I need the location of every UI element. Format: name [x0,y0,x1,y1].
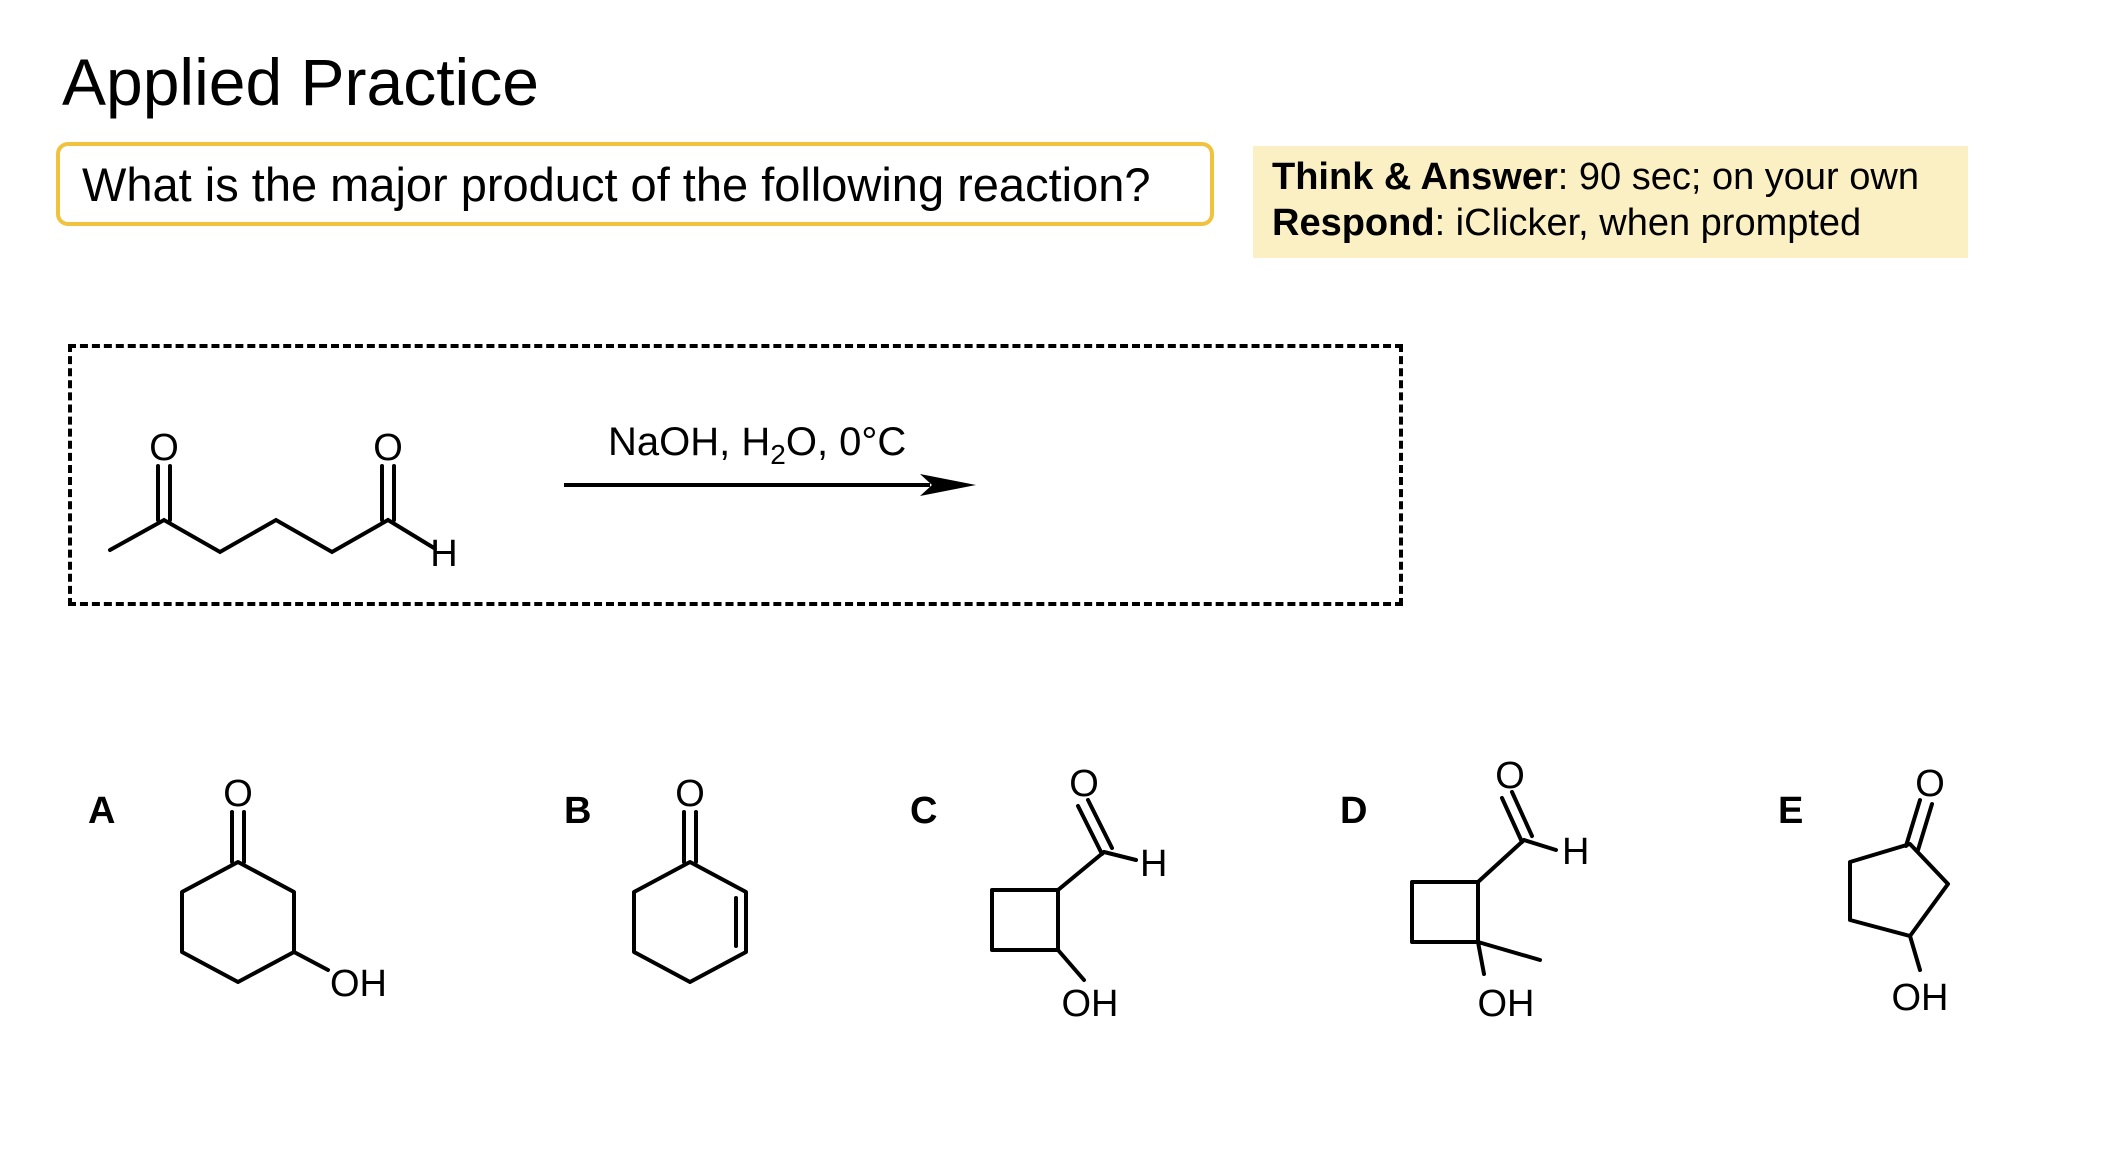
reagent-prefix: NaOH, H [608,420,771,464]
reaction-box [68,344,1403,606]
choice-e-letter: E [1778,790,1804,832]
choice-c-oxygen-label: O [1069,763,1099,805]
choice-d-oxygen-label: O [1495,755,1525,797]
slide-title: Applied Practice [62,45,539,119]
choice-a-letter: A [88,790,116,832]
aldehyde-oxygen-label: O [373,427,403,469]
respond-text: : iClicker, when prompted [1434,202,1862,244]
choice-e-oxygen-label: O [1915,763,1945,805]
carbonyl-oxygen-label: O [149,427,179,469]
instructions-box: Think & Answer: 90 sec; on your own Resp… [1253,146,1968,258]
choice-c-hydrogen-label: H [1140,843,1167,885]
think-text: : 90 sec; on your own [1557,156,1919,198]
choice-b-letter: B [564,790,592,832]
respond-instruction: Respond: iClicker, when prompted [1272,200,1968,246]
aldehyde-hydrogen-label: H [430,533,457,575]
choice-a-hydroxyl-label: OH [330,963,387,1005]
choice-d-letter: D [1340,790,1368,832]
choice-c-letter: C [910,790,938,832]
question-box: What is the major product of the followi… [56,142,1214,226]
choice-d-structure: O H OH [1410,755,1589,1025]
think-label: Think & Answer [1272,156,1558,198]
choice-a-structure: O OH [180,773,387,1005]
choice-d-hydrogen-label: H [1562,831,1589,873]
think-instruction: Think & Answer: 90 sec; on your own [1272,154,1968,200]
reaction-arrow [564,474,976,496]
choice-e-hydroxyl-label: OH [1892,977,1949,1019]
respond-label: Respond [1272,202,1435,244]
starting-material-structure: O O H [108,427,458,575]
reagent-suffix: O, 0°C [785,420,907,464]
choice-a-oxygen-label: O [223,773,253,815]
choice-b-oxygen-label: O [675,773,705,815]
question-text: What is the major product of the followi… [82,157,1151,211]
reagent-subscript: 2 [770,439,786,470]
reaction-conditions: NaOH, H2O, 0°C [608,420,906,471]
choice-d-hydroxyl-label: OH [1478,983,1535,1025]
choice-c-structure: O H OH [990,763,1167,1025]
choice-c-hydroxyl-label: OH [1062,983,1119,1025]
choice-b-structure: O [632,773,748,984]
choice-e-structure: O OH [1848,763,1950,1019]
